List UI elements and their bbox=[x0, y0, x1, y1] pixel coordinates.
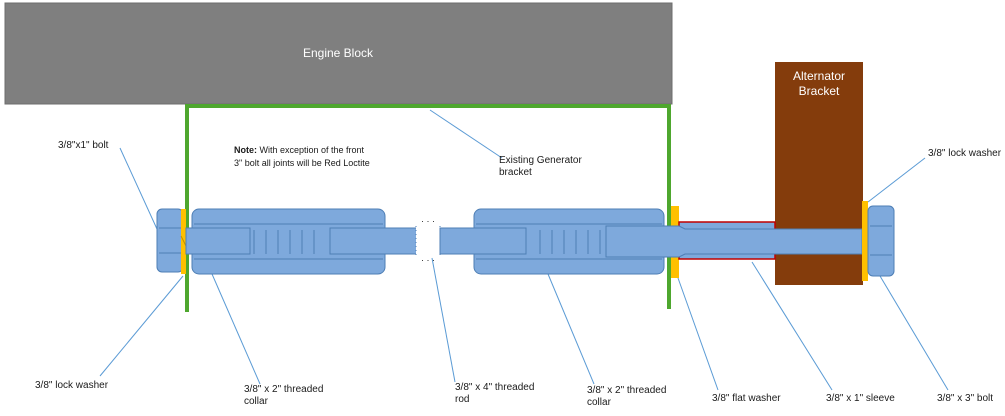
engine-block-label: Engine Block bbox=[303, 46, 374, 60]
leader-lock-washer-right bbox=[867, 157, 926, 203]
label-rod-2: rod bbox=[455, 394, 469, 405]
leader-collar-right bbox=[547, 273, 595, 385]
engine-block bbox=[4, 2, 673, 105]
bolt-1in-shank bbox=[185, 227, 251, 255]
bolt-3in-shank bbox=[605, 225, 863, 258]
leader-rod bbox=[431, 257, 456, 383]
label-flat-washer: 3/8" flat washer bbox=[712, 393, 781, 404]
rod-break-gap bbox=[416, 226, 440, 256]
label-existing-bracket-1: Existing Generator bbox=[499, 155, 582, 166]
note-line-2: 3" bolt all joints will be Red Loctite bbox=[234, 158, 370, 168]
leader-sleeve bbox=[751, 261, 833, 391]
alternator-bracket-label-2: Bracket bbox=[799, 84, 840, 98]
generator-bracket-left-leg bbox=[185, 104, 189, 312]
leader-bolt-3in bbox=[879, 275, 949, 391]
label-lock-washer-left: 3/8" lock washer bbox=[35, 380, 109, 391]
leader-existing-bracket bbox=[429, 109, 503, 159]
label-existing-bracket-2: bracket bbox=[499, 167, 532, 178]
label-lock-washer-right: 3/8" lock washer bbox=[928, 148, 1002, 159]
generator-bracket-top bbox=[185, 104, 671, 108]
leader-flat-washer bbox=[677, 277, 719, 391]
note-text-1: With exception of the front bbox=[257, 145, 365, 155]
leader-lock-washer-left bbox=[99, 275, 184, 377]
collar-left-threads bbox=[253, 230, 315, 254]
label-collar-right-1: 3/8" x 2" threaded bbox=[587, 385, 666, 396]
note-line-1: Note: With exception of the front bbox=[234, 145, 365, 155]
label-collar-right-2: collar bbox=[587, 397, 612, 408]
label-collar-left-1: 3/8" x 2" threaded bbox=[244, 384, 323, 395]
threaded-rod-right-end bbox=[439, 227, 527, 255]
label-collar-left-2: collar bbox=[244, 396, 269, 407]
rod-break-dots-top: · · · bbox=[421, 216, 435, 226]
lock-washer-right bbox=[862, 201, 868, 281]
bolt-3in-head bbox=[867, 205, 895, 277]
collar-right-threads bbox=[539, 230, 601, 254]
generator-bracket-right-leg bbox=[667, 104, 671, 309]
note-bold: Note: bbox=[234, 145, 257, 155]
label-rod-1: 3/8" x 4" threaded bbox=[455, 382, 534, 393]
leader-lines bbox=[99, 109, 949, 391]
label-sleeve: 3/8" x 1" sleeve bbox=[826, 393, 895, 404]
alternator-bracket-label-1: Alternator bbox=[793, 69, 845, 83]
leader-bolt-1in bbox=[119, 147, 163, 241]
label-bolt-1in: 3/8"x1" bolt bbox=[58, 140, 109, 151]
leader-collar-left bbox=[211, 273, 261, 385]
label-bolt-3in: 3/8" x 3" bolt bbox=[937, 393, 993, 404]
rod-break-dots-bottom: · · · bbox=[421, 255, 435, 265]
bolt-1in-head bbox=[156, 208, 184, 273]
